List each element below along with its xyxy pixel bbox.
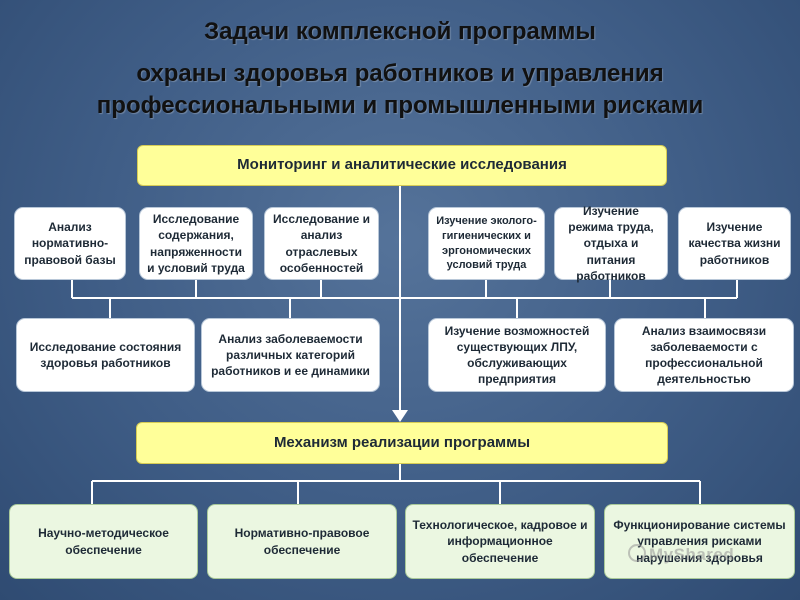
mechanism-header: Механизм реализации программы — [136, 422, 668, 464]
support-scientific-methodical: Научно-методическое обеспечение — [9, 504, 198, 579]
task-ecology-ergonomics: Изучение эколого-гигиенических и эргоном… — [428, 207, 545, 280]
support-technological: Технологическое, кадровое и информационн… — [405, 504, 595, 579]
title-line-3: профессиональными и промышленными рискам… — [96, 92, 704, 119]
task-morbidity-analysis: Анализ заболеваемости различных категори… — [201, 318, 380, 392]
support-risk-management: Функционирование системы управления риск… — [604, 504, 795, 579]
task-industry-research: Исследование и анализ отраслевых особенн… — [264, 207, 379, 280]
watermark: MyShared — [628, 544, 734, 565]
monitoring-header: Мониторинг и аналитические исследования — [137, 145, 667, 186]
task-medical-facilities: Изучение возможностей существующих ЛПУ, … — [428, 318, 606, 392]
watermark-text: MyShared — [649, 545, 735, 564]
task-normative-analysis: Анализ нормативно-правовой базы — [14, 207, 126, 280]
task-morbidity-relation: Анализ взаимосвязи заболеваемости с проф… — [614, 318, 794, 392]
task-quality-of-life: Изучение качества жизни работников — [678, 207, 791, 280]
support-legal: Нормативно-правовое обеспечение — [207, 504, 397, 579]
arrow-head-down — [392, 410, 408, 422]
task-health-status: Исследование состояния здоровья работник… — [16, 318, 195, 392]
task-work-rest-regime: Изучение режима труда, отдыха и питания … — [554, 204, 668, 283]
title-line-2: охраны здоровья работников и управления — [136, 60, 664, 87]
task-labor-conditions-research: Исследование содержания, напряженности и… — [139, 207, 253, 280]
title-line-1: Задачи комплексной программы — [204, 18, 596, 45]
watermark-logo-icon — [628, 544, 646, 562]
